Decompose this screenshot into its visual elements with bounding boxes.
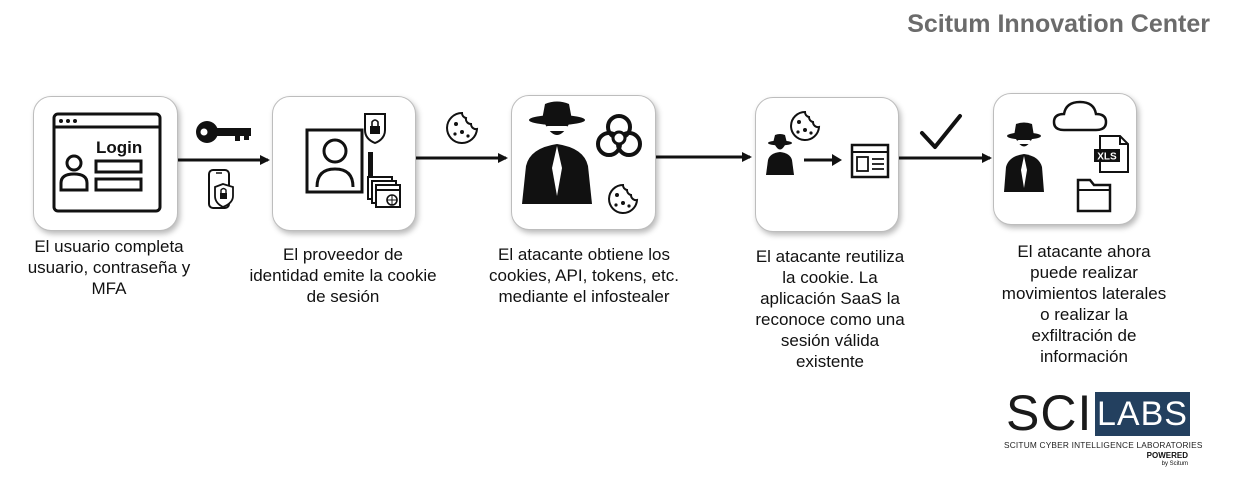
hacker-icon [1004,122,1044,192]
browser-window-icon [850,143,890,179]
xls-label: XLS [1097,152,1117,163]
cookie-icon [608,183,639,214]
step-login-box: Login [33,96,178,231]
biohazard-icon [596,114,642,157]
identity-card-icon [305,128,373,194]
login-label: Login [96,138,142,157]
xls-file-icon: XLS [1094,135,1129,173]
hacker-icon [522,101,592,204]
hacker-icon [766,134,794,175]
shield-lock-icon [364,113,386,145]
step-reuse-box [755,97,899,232]
logo-sci-text: SCI [1006,385,1093,441]
cookie-icon [446,111,479,144]
header-title: Scitum Innovation Center [907,10,1210,38]
step-exfiltration-box: XLS [993,93,1137,225]
cloud-icon [1052,100,1108,132]
logo-subtitle: SCITUM CYBER INTELLIGENCE LABORATORIES [1004,440,1203,450]
login-window-icon: Login [52,112,162,213]
folder-icon [1076,178,1112,213]
cookie-icon [790,110,821,141]
step-identity-box [272,96,416,231]
logo-powered: POWERED by Scitum [1146,451,1188,468]
scilabs-logo: SCI LABS SCITUM CYBER INTELLIGENCE LABOR… [1004,385,1203,474]
arrow-right-icon [804,154,842,166]
checkmark-icon [920,114,962,149]
step-infostealer-box [511,95,656,230]
phone-shield-icon [208,169,234,209]
logo-labs-badge: LABS [1095,392,1190,436]
key-icon [196,121,251,143]
browser-globe-icon [367,176,401,208]
